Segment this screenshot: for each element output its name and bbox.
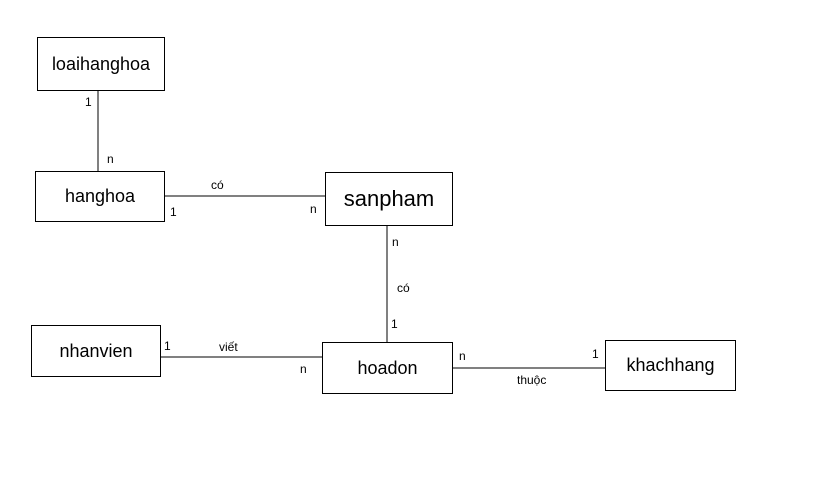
cardinality-khachhang-side: 1 [592, 347, 599, 361]
entity-nhanvien[interactable]: nhanvien [31, 325, 161, 377]
entity-khachhang[interactable]: khachhang [605, 340, 736, 391]
cardinality-loaihanghoa-top: 1 [85, 95, 92, 109]
entity-hanghoa[interactable]: hanghoa [35, 171, 165, 222]
cardinality-hanghoa-side: 1 [170, 205, 177, 219]
cardinality-sanpham-side: n [310, 202, 317, 216]
cardinality-nhanvien-side: 1 [164, 339, 171, 353]
entity-khachhang-label: khachhang [626, 355, 715, 375]
entity-hoadon[interactable]: hoadon [322, 342, 453, 394]
entity-hoadon-label: hoadon [357, 357, 418, 378]
entity-loaihanghoa[interactable]: loaihanghoa [37, 37, 165, 91]
relation-name-sanpham-hoadon: có [397, 281, 410, 295]
relation-name-hanghoa-sanpham: có [211, 178, 224, 192]
cardinality-hoadon-left: n [300, 362, 307, 376]
cardinality-sanpham-bottom: n [392, 235, 399, 249]
cardinality-hoadon-right: n [459, 349, 466, 363]
entity-sanpham-label: sanpham [343, 186, 435, 211]
entity-sanpham[interactable]: sanpham [325, 172, 453, 226]
cardinality-hoadon-top: 1 [391, 317, 398, 331]
relation-name-nhanvien-hoadon: viết [219, 340, 238, 354]
entity-nhanvien-label: nhanvien [59, 340, 133, 361]
entity-loaihanghoa-label: loaihanghoa [51, 53, 151, 74]
entity-hanghoa-label: hanghoa [64, 186, 136, 206]
relation-name-hoadon-khachhang: thuộc [517, 373, 547, 387]
cardinality-hanghoa-bottom: n [107, 152, 114, 166]
